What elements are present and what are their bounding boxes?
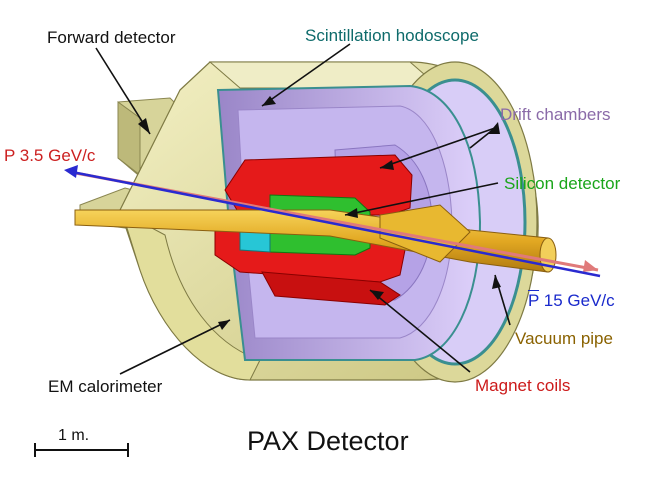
leader-magnet bbox=[369, 289, 471, 373]
leader-forward-detector bbox=[95, 47, 151, 135]
antiproton-beam-line bbox=[71, 170, 601, 278]
leader-calorimeter bbox=[119, 319, 231, 375]
label-vacuum-pipe: Vacuum pipe bbox=[515, 329, 613, 348]
label-silicon-detector: Silicon detector bbox=[504, 174, 621, 193]
antiproton-symbol: P bbox=[528, 291, 540, 310]
scale-bar-label: 1 m. bbox=[58, 427, 90, 444]
label-antiproton-beam: P 15 GeV/c bbox=[528, 292, 615, 309]
label-magnet-coils: Magnet coils bbox=[475, 376, 571, 395]
leader-arrowheads bbox=[138, 96, 501, 330]
scale-bar bbox=[34, 443, 129, 457]
label-drift-chambers: Drift chambers bbox=[500, 105, 611, 124]
label-scintillation-hodoscope: Scintillation hodoscope bbox=[305, 26, 479, 45]
leader-hodoscope bbox=[261, 43, 351, 107]
label-em-calorimeter: EM calorimeter bbox=[48, 377, 163, 396]
antiproton-momentum: 15 GeV/c bbox=[539, 291, 615, 310]
label-proton-beam: P 3.5 GeV/c bbox=[4, 146, 96, 165]
leader-drift-1 bbox=[379, 127, 496, 169]
vacuum-pipe bbox=[74, 204, 557, 273]
proton-beam-arrowhead bbox=[583, 260, 598, 272]
antiproton-beam-arrowhead bbox=[64, 165, 78, 178]
leader-silicon bbox=[344, 182, 499, 216]
label-forward-detector: Forward detector bbox=[47, 28, 176, 47]
diagram-title: PAX Detector bbox=[247, 426, 409, 456]
